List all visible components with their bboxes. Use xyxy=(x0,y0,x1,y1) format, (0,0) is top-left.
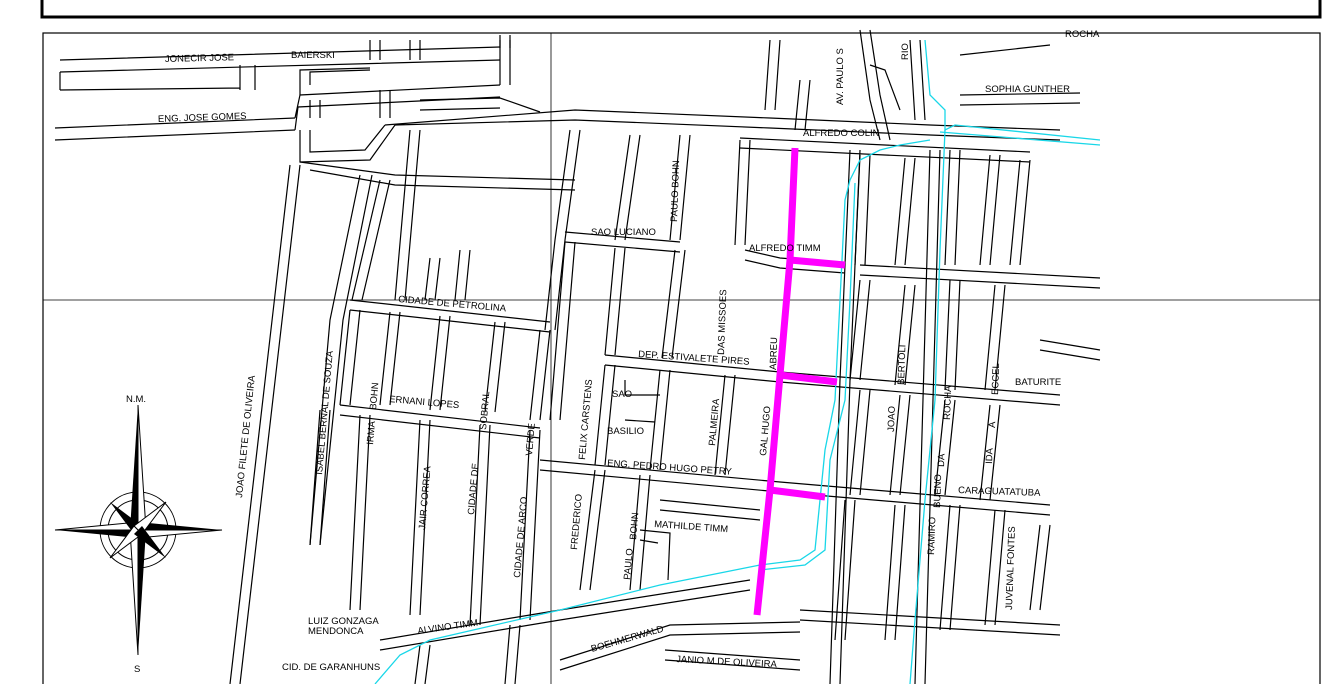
label-basilio: BASILIO xyxy=(607,426,644,437)
label-rio: RIO xyxy=(900,43,911,60)
title-frame xyxy=(40,0,1322,19)
label-joao: JOAO xyxy=(886,406,898,432)
label-bertoli: BERTOLI xyxy=(896,344,908,385)
label-paulo-south: PAULO xyxy=(622,548,636,580)
label-bohn-west: BOHN xyxy=(368,382,381,410)
label-eccel: ECCEL xyxy=(990,363,1002,395)
label-bohn-south: BOHN xyxy=(628,512,641,540)
label-boehmerwald: BOEHMERWALD xyxy=(590,624,665,655)
label-mathilde-timm: MATHILDE TIMM xyxy=(654,519,729,535)
label-sao-luciano: SAO LUCIANO xyxy=(591,227,656,238)
label-caraguatatuba: CARAGUATATUBA xyxy=(958,485,1041,499)
label-juvenal-fontes: JUVENAL FONTES xyxy=(1004,526,1018,610)
label-isabel-bernal: ISABEL BERNAL DE SOUZA xyxy=(314,350,336,476)
label-baierski: BAIERSKI xyxy=(291,50,335,61)
label-ida: IDA xyxy=(984,447,996,464)
label-joao-filete: JOAO FILETE DE OLIVEIRA xyxy=(234,374,258,498)
label-bueno: BUENO xyxy=(932,474,944,508)
label-av-paulo-s: AV. PAULO S xyxy=(835,48,846,105)
label-palmeira: PALMEIRA xyxy=(707,397,722,446)
river xyxy=(374,39,1101,684)
label-jonecir-jose: JONECIR JOSE xyxy=(165,52,234,65)
label-rocha: ROCHA xyxy=(942,385,954,420)
label-baturite: BATURITE xyxy=(1015,377,1061,388)
label-eng-jose-gomes: ENG. JOSE GOMES xyxy=(158,111,247,125)
label-da: DA xyxy=(936,453,947,467)
label-cid-garanhuns: CID. DE GARANHUNS xyxy=(282,662,380,673)
label-janio: JANIO M.DE OLIVEIRA xyxy=(676,654,778,670)
label-sobral: SOBRAL xyxy=(478,391,492,430)
label-ramiro: RAMIRO xyxy=(926,517,938,555)
highlighted-route xyxy=(753,147,846,616)
label-gal-hugo: GAL HUGO xyxy=(758,406,773,457)
north-label: N.M. xyxy=(126,394,146,405)
road-network xyxy=(54,29,1101,684)
label-alvino-timm: ALVINO TIMM xyxy=(417,618,479,637)
label-alfredo-timm: ALFREDO TIMM xyxy=(749,243,821,254)
label-paulo-bohn-north: PAULO BOHN xyxy=(669,160,682,222)
label-luiz-gonzaga: LUIZ GONZAGA xyxy=(308,616,379,627)
map-frame xyxy=(42,32,1321,684)
label-verde: VERDE xyxy=(524,423,538,457)
label-frederico: FREDERICO xyxy=(569,494,585,551)
label-eng-pedro: ENG. PEDRO HUGO PETRY xyxy=(607,458,733,478)
label-cidade-de: CIDADE DE xyxy=(466,463,481,515)
label-cidade-de-arco: CIDADE DE ARCO xyxy=(512,496,530,578)
label-mendonca: MENDONCA xyxy=(308,626,364,637)
south-label: S xyxy=(134,664,140,675)
north-arrow: N.M. S xyxy=(54,394,223,675)
label-alfredo-colin: ALFREDO COLIN xyxy=(803,128,880,139)
label-sao: SAO xyxy=(612,389,632,400)
label-a: A xyxy=(987,421,998,428)
label-das-missoes: DAS MISSOES xyxy=(716,289,729,355)
label-sophia-gunther: SOPHIA GUNTHER xyxy=(985,84,1070,95)
label-abreu: ABREU xyxy=(768,337,780,370)
label-dep-estivalete-pires: DEP. ESTIVALETE PIRES xyxy=(638,349,750,368)
label-rocha-top: ROCHA xyxy=(1065,29,1100,40)
label-jair-correa: JAIR CORREA xyxy=(417,465,434,530)
label-felix-carstens: FELIX CARSTENS xyxy=(577,379,595,460)
label-irma: IRMA xyxy=(365,420,378,445)
label-ernani-lopes: ERNANI LOPES xyxy=(389,394,460,411)
